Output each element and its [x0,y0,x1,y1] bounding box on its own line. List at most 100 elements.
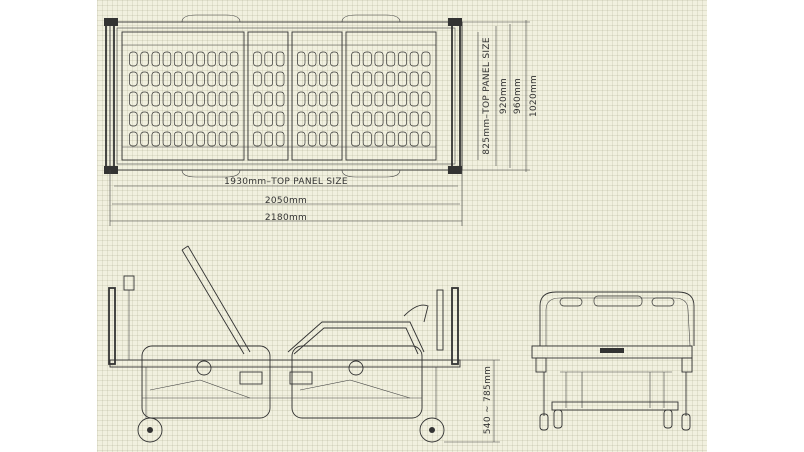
panel-slot [140,91,149,107]
panel-slot [351,71,361,87]
width-3-label: 1020mm [529,75,539,117]
panel-slot [374,131,384,147]
panel-slot [207,51,216,67]
width-dimensions: 825mm–TOP PANEL SIZE 920mm 960mm 1020mm [462,20,539,172]
panel-slot [218,131,228,147]
panel-slot [319,51,328,67]
panel-slot [362,131,372,147]
width-2-label: 960mm [513,78,523,114]
panel-slot [398,71,407,87]
top-view-frame [109,21,463,171]
panel-slot [140,71,149,87]
panel-slot [308,51,317,67]
panel-slot [409,91,419,107]
panel-slot [386,111,396,127]
panel-slot [151,71,160,87]
panel-slot [185,131,194,147]
panel-slot [151,51,160,67]
panel-slot [275,131,285,147]
width-1-label: 920mm [499,78,509,114]
panel-slot [253,51,262,67]
corner-caster-icon [448,166,462,174]
panel-slot [264,91,273,107]
panel-slot [162,71,172,87]
panel-slot [386,71,396,87]
panel-slot [162,131,172,147]
panel-slot [374,51,384,67]
panel-slot [275,51,285,67]
panel-slot [275,91,285,107]
panel-slot [398,51,407,67]
panel-slot [140,111,149,127]
panel-slot [362,51,372,67]
panel-slot [218,91,228,107]
panel-slot [421,111,431,127]
panel-slot [173,91,183,107]
panel-slot [151,91,160,107]
panel-slot [409,71,419,87]
panel-slot [229,51,239,67]
top-panel-length-label: 1930mm–TOP PANEL SIZE [224,177,348,187]
panel-slot [173,111,183,127]
panel-slot [196,51,205,67]
panel-slot [362,91,372,107]
panel-slot [398,91,407,107]
panel-slot [229,131,239,147]
leg-panel [345,31,437,161]
panel-slot [264,71,273,87]
panel-slot [386,91,396,107]
panel-slot [162,51,172,67]
panel-slot [229,71,239,87]
panel-slot [173,71,183,87]
panel-slot [308,91,317,107]
panel-slot [129,111,138,127]
panel-slot [253,91,262,107]
top-panel-width-label: 825mm–TOP PANEL SIZE [482,37,492,155]
panel-slot [351,91,361,107]
panel-slot [362,71,372,87]
panel-slot [330,131,339,147]
side-deck [109,359,461,368]
foot-post [451,287,459,365]
panel-slot [374,111,384,127]
caster-icon [663,409,673,429]
panel-slot [129,71,138,87]
headboard-outline [539,291,695,346]
panel-slot [275,111,285,127]
panel-slot [253,131,262,147]
panel-slot [351,51,361,67]
handset-icon [123,275,135,291]
panel-slot [308,71,317,87]
panel-slot [196,71,205,87]
panel-slot [253,71,262,87]
panel-slot [330,71,339,87]
panel-slot [218,71,228,87]
panel-slot [129,91,138,107]
panel-slot [140,131,149,147]
panel-slot [398,131,407,147]
panel-slot [207,71,216,87]
panel-slot [140,51,149,67]
height-dimension: 540 ~ 785mm [444,359,500,443]
panel-slot [218,51,228,67]
overall-length-2-label: 2180mm [265,213,307,223]
panel-slot [409,131,419,147]
length-dimensions: 1930mm–TOP PANEL SIZE 2050mm 2180mm [109,170,463,226]
panel-slot [151,131,160,147]
panel-slot [185,51,194,67]
panel-slot [409,51,419,67]
panel-slot [297,131,306,147]
panel-slot [275,71,285,87]
panel-slot [319,131,328,147]
panel-slot [218,111,228,127]
panel-slot [173,131,183,147]
panel-slot [351,131,361,147]
panel-slot [185,71,194,87]
panel-slot [196,111,205,127]
panel-slot [162,91,172,107]
panel-slot [374,71,384,87]
panel-slot [319,71,328,87]
end-view [531,291,695,431]
panel-slot [229,91,239,107]
panel-slot [229,111,239,127]
